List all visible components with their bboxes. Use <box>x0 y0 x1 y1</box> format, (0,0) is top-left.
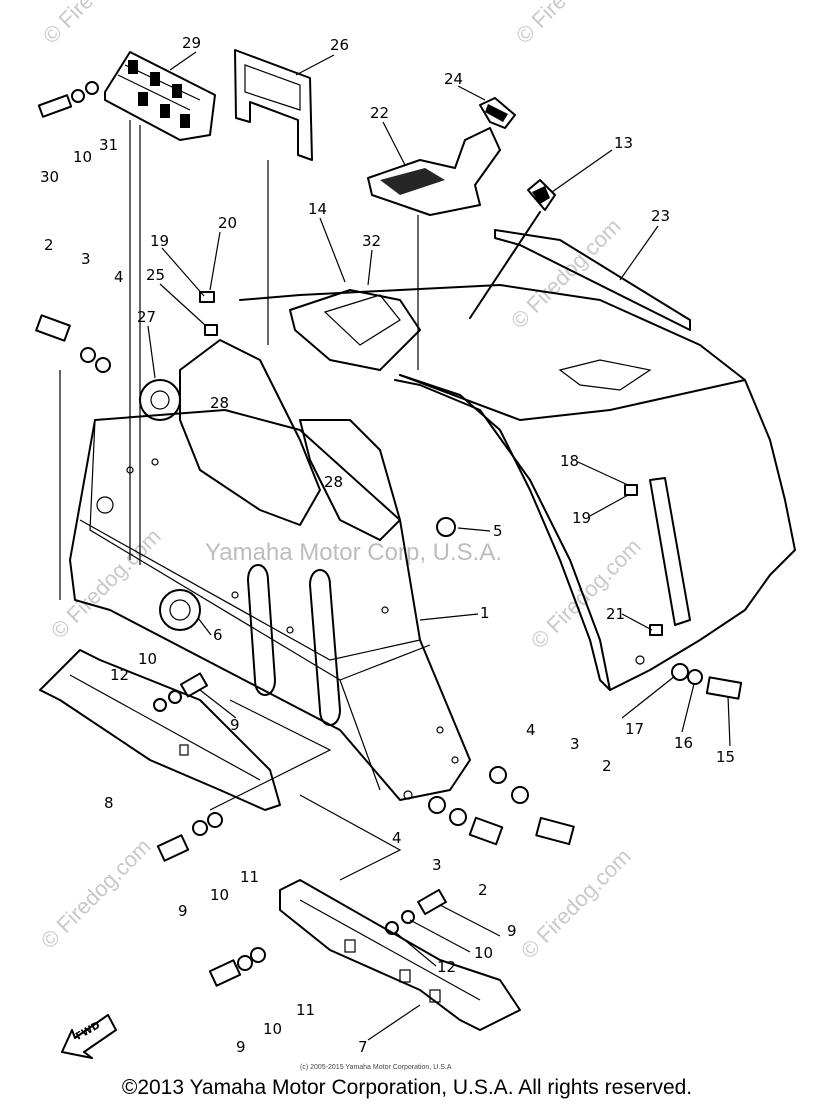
callout-22: 22 <box>370 104 389 122</box>
small-copyright: (c) 2005-2015 Yamaha Motor Corporation, … <box>300 1064 452 1071</box>
callout-12: 12 <box>110 666 129 684</box>
watermark: © Firedog.com <box>38 0 158 49</box>
copyright-footer: ©2013 Yamaha Motor Corporation, U.S.A. A… <box>121 1076 693 1099</box>
callout-10c: 10 <box>210 886 229 904</box>
callout-20: 20 <box>218 214 237 232</box>
callout-10d: 10 <box>474 944 493 962</box>
callout-10b: 10 <box>138 650 157 668</box>
part-8-rail <box>39 649 281 811</box>
callout-31: 31 <box>99 136 118 154</box>
callout-10e: 10 <box>263 1020 282 1038</box>
callout-2b: 2 <box>602 757 612 775</box>
callout-32: 32 <box>362 232 381 250</box>
callout-14: 14 <box>308 200 327 218</box>
callout-3b: 3 <box>570 735 580 753</box>
callout-3: 3 <box>81 250 91 268</box>
callout-9c: 9 <box>507 922 517 940</box>
callout-2: 2 <box>44 236 54 254</box>
callout-29: 29 <box>182 34 201 52</box>
callouts: 29 26 24 22 13 14 32 23 20 19 25 27 28 2… <box>40 34 735 1056</box>
callout-11b: 11 <box>296 1001 315 1019</box>
part-13-knob <box>469 179 556 319</box>
callout-28a: 28 <box>210 394 229 412</box>
callout-21: 21 <box>606 605 625 623</box>
callout-4c: 4 <box>392 829 402 847</box>
watermark: © Firedog.com <box>46 524 166 644</box>
callout-9d: 9 <box>236 1038 246 1056</box>
watermark: © Firedog.com <box>526 534 646 654</box>
leader-lines <box>147 51 731 1041</box>
callout-17: 17 <box>625 720 644 738</box>
callout-25: 25 <box>146 266 165 284</box>
console-assembly-drawing <box>35 49 796 1031</box>
callout-16: 16 <box>674 734 693 752</box>
callout-18: 18 <box>560 452 579 470</box>
part-1-body <box>69 120 796 801</box>
callout-2c: 2 <box>478 881 488 899</box>
part-24-cap <box>479 97 516 129</box>
callout-13: 13 <box>614 134 633 152</box>
callout-11: 11 <box>240 868 259 886</box>
callout-23: 23 <box>651 207 670 225</box>
callout-1: 1 <box>480 604 490 622</box>
part-23-strip <box>494 229 691 331</box>
callout-24: 24 <box>444 70 463 88</box>
part-22-neck <box>367 127 501 370</box>
callout-9b: 9 <box>178 902 188 920</box>
callout-7: 7 <box>358 1038 368 1056</box>
watermark-yamaha: Yamaha Motor Corp, U.S.A. <box>205 539 502 566</box>
part-29-fuse-block <box>104 51 216 141</box>
part-26-plate <box>234 49 313 345</box>
callout-4: 4 <box>114 268 124 286</box>
callout-19b: 19 <box>572 509 591 527</box>
watermark: © Firedog.com <box>516 844 636 964</box>
callout-15: 15 <box>716 748 735 766</box>
callout-19: 19 <box>150 232 169 250</box>
callout-8: 8 <box>104 794 114 812</box>
callout-9: 9 <box>230 716 240 734</box>
callout-28b: 28 <box>324 473 343 491</box>
callout-27: 27 <box>137 308 156 326</box>
callout-10: 10 <box>73 148 92 166</box>
fasteners <box>35 81 743 987</box>
fwd-label: FWD <box>74 1020 102 1043</box>
callout-4b: 4 <box>526 721 536 739</box>
callout-5: 5 <box>493 522 503 540</box>
watermark: © Firedog.com <box>36 834 156 954</box>
callout-30: 30 <box>40 168 59 186</box>
callout-3c: 3 <box>432 856 442 874</box>
watermark: © Firedog.com <box>511 0 631 49</box>
watermark: © Firedog.com <box>506 214 626 334</box>
callout-12b: 12 <box>437 958 456 976</box>
callout-6: 6 <box>213 626 223 644</box>
fwd-arrow: FWD <box>61 1014 117 1059</box>
callout-26: 26 <box>330 36 349 54</box>
